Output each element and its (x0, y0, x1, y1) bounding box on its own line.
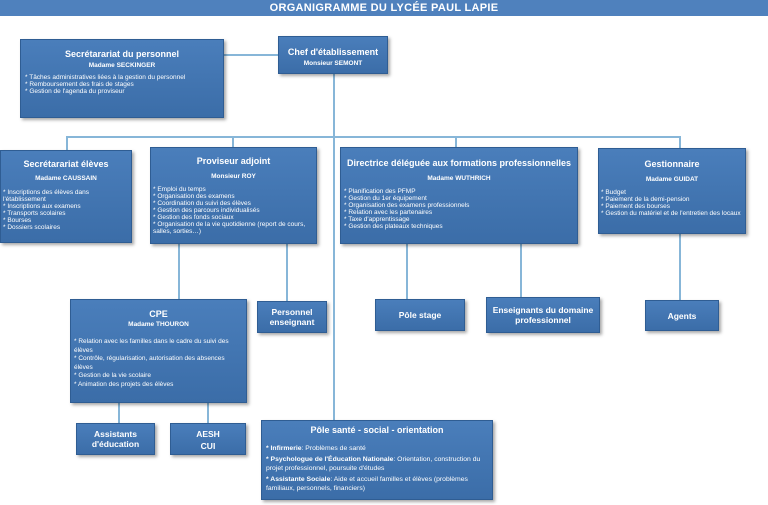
list-item: * Gestion des plateaux techniques (344, 223, 443, 230)
list-item: * Budget (601, 189, 626, 196)
list-item: * Psychologue de l'Éducation Nationale: … (266, 455, 488, 473)
list-item: * Organisation de la vie quotidienne (re… (153, 221, 306, 235)
list-item: * Taxe d'apprentissage (344, 216, 410, 223)
list-item: * Paiement des bourses (601, 203, 671, 210)
list-item: * Gestion de l'agenda du proviseur (25, 88, 125, 95)
list-item: * Gestion des parcours individualisés (153, 207, 260, 214)
list-item: * Gestion du matériel et de l'entretien … (601, 210, 741, 217)
chef-etablissement-box: Chef d'établissement Monsieur SEMONT (278, 36, 388, 74)
aesh-label: AESH (196, 429, 220, 439)
page-title: ORGANIGRAMME DU LYCÉE PAUL LAPIE (0, 0, 768, 16)
list-item: * Organisation des examens (153, 193, 235, 200)
ddfpt-title: Directrice déléguée aux formations profe… (346, 158, 572, 168)
ddfpt-name: Madame WUTHRICH (427, 175, 491, 182)
connector-gestionnaire-agents (679, 234, 681, 300)
agents-label: Agents (667, 310, 697, 321)
list-item: * Bourses (3, 217, 32, 224)
connector-proviseur-cpe (178, 244, 180, 299)
list-item: * Emploi du temps (153, 186, 206, 193)
pole-sante-label: * Infirmerie (266, 445, 302, 452)
list-item: * Coordination du suivi des élèves (153, 200, 251, 207)
list-item: * Gestion des fonds sociaux (153, 214, 234, 221)
pole-sante-box: Pôle santé - social - orientation * Infi… (261, 420, 493, 500)
list-item: * Planification des PFMP (344, 188, 416, 195)
ddfpt-box: Directrice déléguée aux formations profe… (340, 147, 578, 244)
secretariat-personnel-box: Secrétarariat du personnel Madame SECKIN… (20, 39, 224, 118)
cpe-title: CPE (149, 309, 168, 319)
proviseur-adjoint-box: Proviseur adjoint Monsieur ROY * Emploi … (150, 147, 317, 244)
secretariat-eleves-name: Madame CAUSSAIN (35, 175, 97, 182)
chef-title: Chef d'établissement (287, 47, 379, 57)
list-item: * Animation des projets des élèves (74, 380, 174, 388)
list-item: * Paiement de la demi-pension (601, 196, 690, 203)
connector-cpe-aesh (207, 403, 209, 423)
list-item: * Infirmerie: Problèmes de santé (266, 444, 488, 453)
pole-sante-text: : Orientation, construction du projet pr… (266, 456, 481, 472)
proviseur-adjoint-title: Proviseur adjoint (196, 156, 271, 166)
list-item: * Remboursement des frais de stages (25, 81, 134, 88)
pole-sante-label: * Psychologue de l'Éducation Nationale (266, 456, 394, 463)
aesh-cui-box: AESH CUI (170, 423, 246, 455)
connector-proviseur (232, 136, 234, 148)
connector-ddfpt-stage (406, 244, 408, 299)
secretariat-personnel-title: Secrétarariat du personnel (64, 49, 180, 59)
connector-secretariat-eleves (66, 136, 68, 150)
secretariat-eleves-title: Secrétarariat élèves (23, 159, 109, 169)
cpe-box: CPE Madame THOURON * Relation avec les f… (70, 299, 247, 403)
gestionnaire-title: Gestionnaire (644, 159, 700, 169)
gestionnaire-name: Madame GUIDAT (645, 176, 699, 183)
pole-sante-text: : Problèmes de santé (301, 445, 366, 452)
list-item: * Organisation des examens professionnel… (344, 202, 470, 209)
pole-stage-box: Pôle stage (375, 299, 465, 331)
secretariat-eleves-box: Secrétarariat élèves Madame CAUSSAIN * I… (0, 150, 132, 243)
connector-chef-down (333, 74, 335, 420)
list-item: * Relation avec les familles dans le cad… (74, 338, 229, 354)
gestionnaire-box: Gestionnaire Madame GUIDAT * Budget * Pa… (598, 148, 746, 234)
connector-gestionnaire (679, 136, 681, 148)
cpe-name: Madame THOURON (128, 321, 189, 328)
connector-proviseur-enseignant (286, 244, 288, 301)
list-item: * Gestion du 1er équipement (344, 195, 427, 202)
list-item: * Transports scolaires (3, 210, 66, 217)
enseignants-domaine-box: Enseignants du domaine professionnel (486, 297, 600, 333)
connector-horizontal (66, 136, 680, 138)
list-item: * Contrôle, régularisation, autorisation… (74, 355, 225, 371)
proviseur-adjoint-name: Monsieur ROY (211, 173, 256, 180)
list-item: * Relation avec les partenaires (344, 209, 433, 216)
list-item: * Tâches administratives liées à la gest… (25, 74, 186, 81)
pole-sante-title: Pôle santé - social - orientation (310, 425, 444, 435)
connector-cpe-assistants (118, 403, 120, 423)
list-item: * Inscriptions aux examens (3, 203, 81, 210)
personnel-enseignant-label: Personnel enseignant (269, 307, 315, 327)
pole-sante-text: : Aide et accueil familles et élèves (pr… (266, 476, 468, 492)
secretariat-personnel-name: Madame SECKINGER (88, 62, 156, 69)
pole-stage-label: Pôle stage (398, 310, 442, 320)
assistants-box: Assistants d'éducation (76, 423, 155, 455)
enseignants-domaine-label: Enseignants du domaine professionnel (492, 305, 594, 325)
list-item: * Assistante Sociale: Aide et accueil fa… (266, 475, 488, 493)
connector-ddfpt-enseignants (520, 244, 522, 297)
assistants-label: Assistants d'éducation (91, 429, 140, 449)
chef-name: Monsieur SEMONT (303, 60, 363, 67)
connector-chef-secretariat (224, 54, 280, 56)
list-item: * Gestion de la vie scolaire (74, 372, 151, 379)
agents-box: Agents (645, 300, 719, 331)
connector-ddfpt (455, 136, 457, 148)
list-item: * Dossiers scolaires (3, 224, 61, 231)
list-item: * Inscriptions des élèves dans l'établis… (3, 189, 89, 203)
cui-label: CUI (200, 441, 216, 451)
pole-sante-label: * Assistante Sociale (266, 476, 331, 483)
personnel-enseignant-box: Personnel enseignant (257, 301, 327, 333)
